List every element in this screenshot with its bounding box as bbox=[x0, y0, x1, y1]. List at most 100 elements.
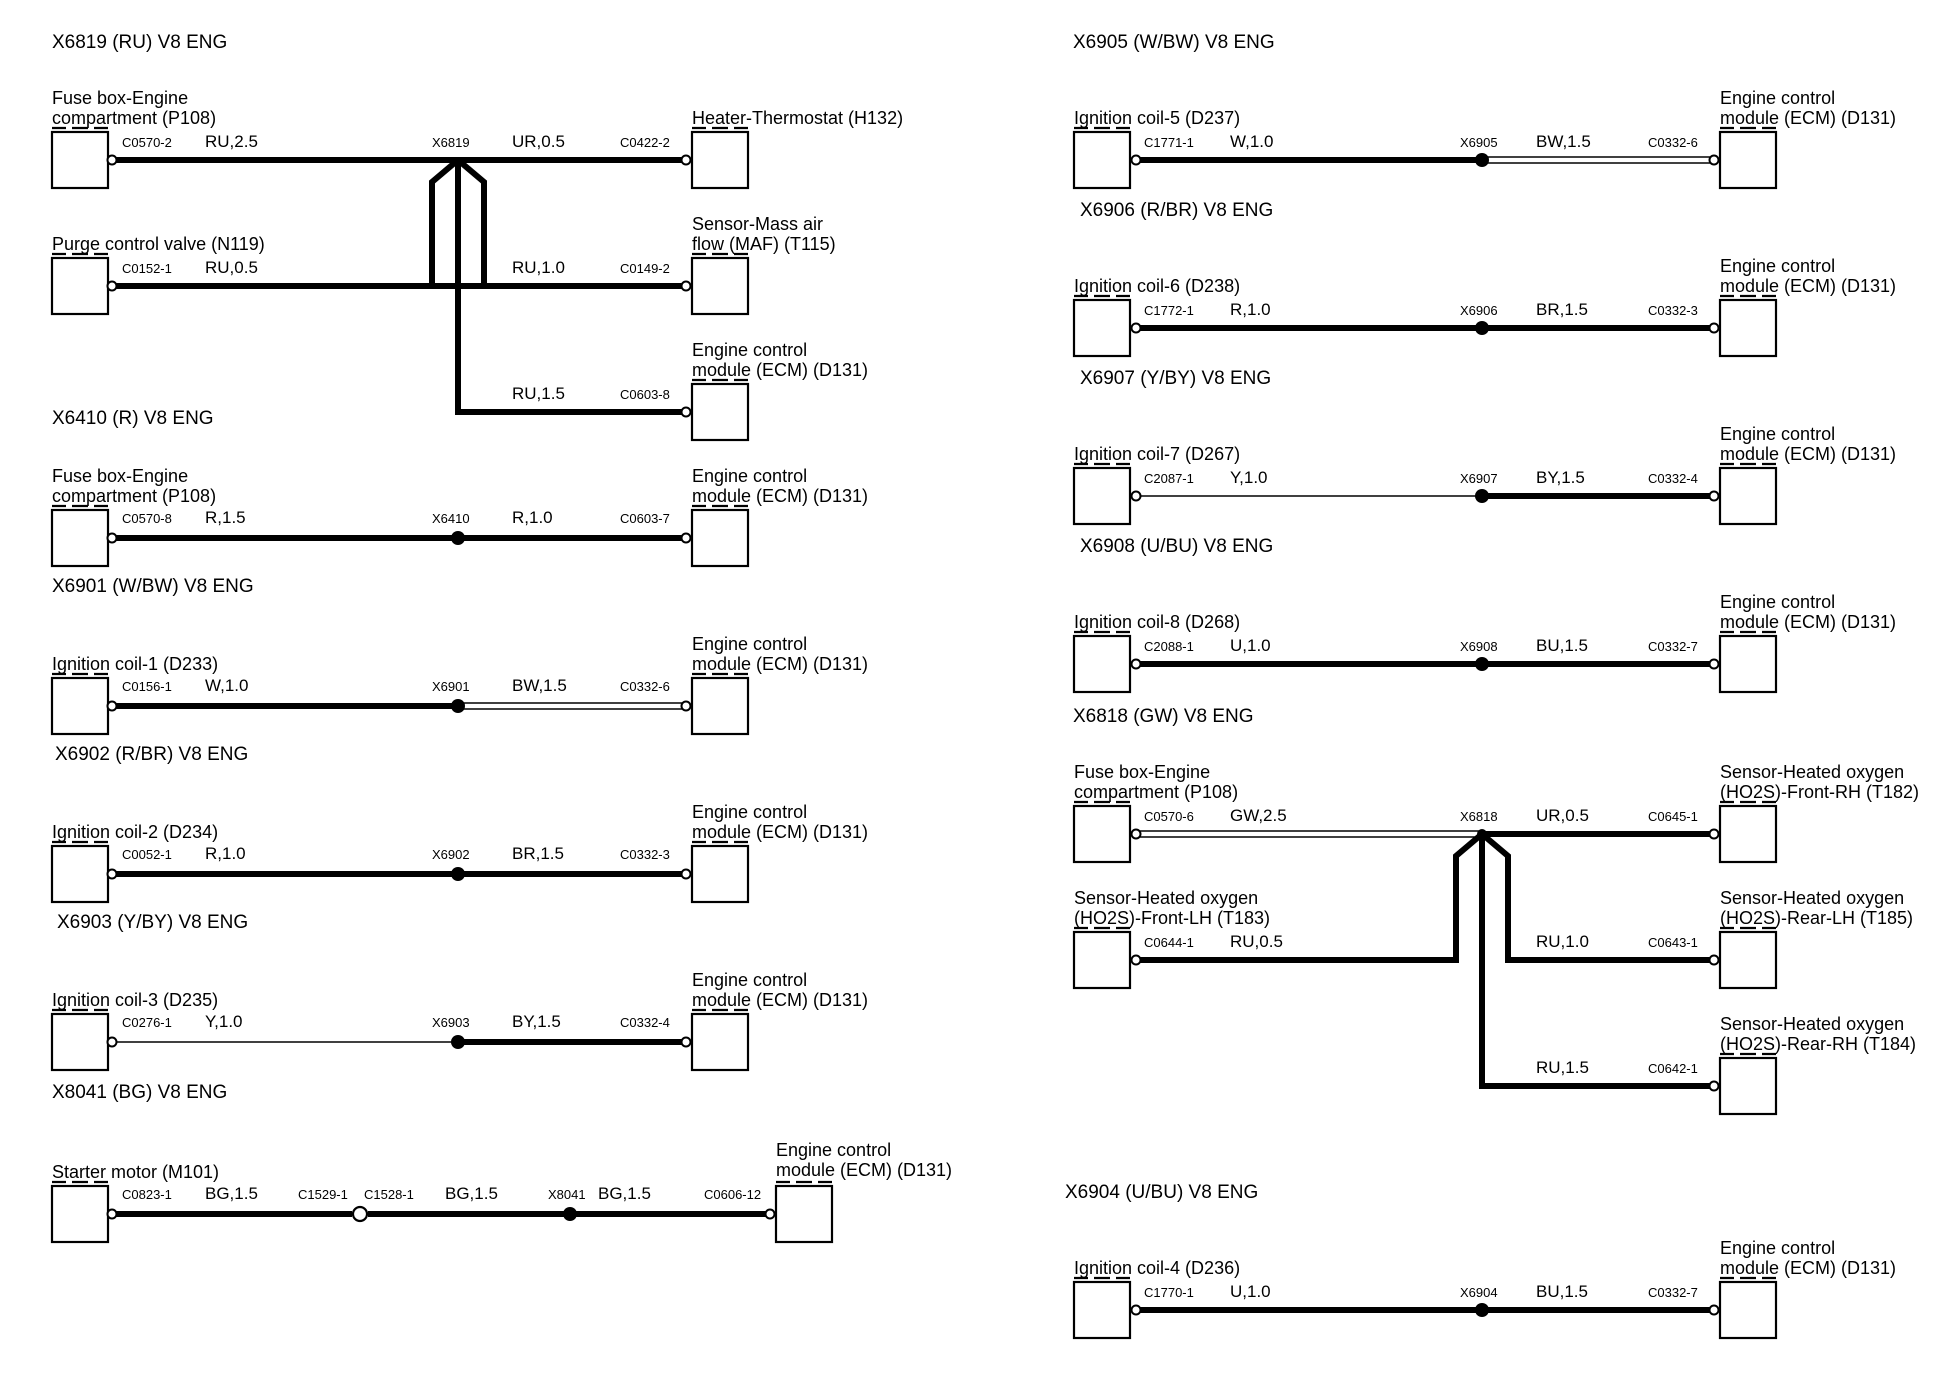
ignition-coil-connector bbox=[1072, 1276, 1132, 1340]
component-label: module (ECM) (D131) bbox=[1720, 108, 1896, 128]
circuit-title: X6908 (U/BU) V8 ENG bbox=[1080, 536, 1273, 557]
component-label: Engine control bbox=[692, 970, 807, 990]
wire-label: BY,1.5 bbox=[1536, 468, 1585, 487]
splice-point bbox=[451, 1035, 465, 1049]
component-label: Sensor-Heated oxygen bbox=[1720, 888, 1904, 908]
inline-connector bbox=[351, 1205, 369, 1223]
pin-label: C1771-1 bbox=[1144, 135, 1194, 150]
component-label: Engine control bbox=[776, 1140, 891, 1160]
pin-label: C0643-1 bbox=[1648, 935, 1698, 950]
wire-label: BU,1.5 bbox=[1536, 1282, 1588, 1301]
component-label: Sensor-Mass air bbox=[692, 214, 823, 234]
splice-point bbox=[1475, 321, 1489, 335]
pin-label: C0332-3 bbox=[620, 847, 670, 862]
pin-label: C0570-6 bbox=[1144, 809, 1194, 824]
component-label: module (ECM) (D131) bbox=[692, 486, 868, 506]
pin-label: C0152-1 bbox=[122, 261, 172, 276]
ignition-coil-connector bbox=[1072, 462, 1132, 526]
circuit-title: X6819 (RU) V8 ENG bbox=[52, 32, 227, 53]
pin-label: C0823-1 bbox=[122, 1187, 172, 1202]
wire-label: U,1.0 bbox=[1230, 1282, 1271, 1301]
wire bbox=[455, 160, 686, 415]
component-label: Ignition coil-1 (D233) bbox=[52, 654, 218, 674]
pin-label: C0422-2 bbox=[620, 135, 670, 150]
pin-label: C1770-1 bbox=[1144, 1285, 1194, 1300]
purge-valve-connector bbox=[50, 252, 110, 316]
component-label: Engine control bbox=[1720, 592, 1835, 612]
pin-label: C1529-1 bbox=[298, 1187, 348, 1202]
circuit-title: X6818 (GW) V8 ENG bbox=[1073, 706, 1254, 727]
splice-label: X6906 bbox=[1460, 303, 1498, 318]
circuit-title: X6905 (W/BW) V8 ENG bbox=[1073, 32, 1275, 53]
pin-label: C1528-1 bbox=[364, 1187, 414, 1202]
component-label: Engine control bbox=[1720, 256, 1835, 276]
splice-label: X6904 bbox=[1460, 1285, 1498, 1300]
ecm-connector bbox=[1718, 1276, 1778, 1340]
component-label: (HO2S)-Front-RH (T182) bbox=[1720, 782, 1919, 802]
component-label: Engine control bbox=[692, 466, 807, 486]
wire-label: BG,1.5 bbox=[205, 1184, 258, 1203]
pin-label: C0332-6 bbox=[1648, 135, 1698, 150]
component-label: Engine control bbox=[1720, 88, 1835, 108]
component-label: module (ECM) (D131) bbox=[1720, 276, 1896, 296]
wire-label: U,1.0 bbox=[1230, 636, 1271, 655]
circuit-title: X6410 (R) V8 ENG bbox=[52, 408, 214, 429]
pin-label: C2088-1 bbox=[1144, 639, 1194, 654]
wire-label: RU,1.5 bbox=[1536, 1058, 1589, 1077]
component-label: module (ECM) (D131) bbox=[692, 654, 868, 674]
ignition-coil-connector bbox=[50, 672, 110, 736]
wire-label: RU,2.5 bbox=[205, 132, 258, 151]
pin-label: C0149-2 bbox=[620, 261, 670, 276]
circuit-title: X6907 (Y/BY) V8 ENG bbox=[1080, 368, 1271, 389]
ecm-connector bbox=[690, 378, 750, 442]
splice-point bbox=[1475, 657, 1489, 671]
ho2s-front-rh-connector bbox=[1718, 800, 1778, 864]
splice-point bbox=[1475, 1303, 1489, 1317]
component-label: module (ECM) (D131) bbox=[692, 822, 868, 842]
ho2s-rear-lh-connector bbox=[1718, 926, 1778, 990]
pin-label: C0052-1 bbox=[122, 847, 172, 862]
wire bbox=[1480, 831, 1714, 963]
wire-label: W,1.0 bbox=[205, 676, 248, 695]
circuit-x6901: X6901 (W/BW) V8 ENG Ignition coil-1 (D23… bbox=[50, 576, 868, 736]
wire-label: RU,1.0 bbox=[1536, 932, 1589, 951]
pin-label: C0603-8 bbox=[620, 387, 670, 402]
splice-point bbox=[1475, 489, 1489, 503]
component-label: Sensor-Heated oxygen bbox=[1720, 1014, 1904, 1034]
wire bbox=[1136, 831, 1484, 963]
circuit-x8041: X8041 (BG) V8 ENG Starter motor (M101) C… bbox=[50, 1082, 952, 1244]
wire-label: BG,1.5 bbox=[445, 1184, 498, 1203]
circuit-title: X6903 (Y/BY) V8 ENG bbox=[57, 912, 248, 933]
component-label: (HO2S)-Front-LH (T183) bbox=[1074, 908, 1270, 928]
splice-label: X8041 bbox=[548, 1187, 586, 1202]
circuit-x6819: X6819 (RU) V8 ENG Fuse box-Engine compar… bbox=[50, 32, 903, 442]
component-label: Sensor-Heated oxygen bbox=[1074, 888, 1258, 908]
wire-label: BW,1.5 bbox=[512, 676, 567, 695]
wire-label: BG,1.5 bbox=[598, 1184, 651, 1203]
splice-point bbox=[1477, 829, 1487, 839]
pin-label: C0645-1 bbox=[1648, 809, 1698, 824]
component-label: Ignition coil-6 (D238) bbox=[1074, 276, 1240, 296]
wire-label: R,1.0 bbox=[205, 844, 246, 863]
circuit-x6905: X6905 (W/BW) V8 ENG Ignition coil-5 (D23… bbox=[1072, 32, 1896, 190]
wire-label: RU,0.5 bbox=[205, 258, 258, 277]
circuit-x6907: X6907 (Y/BY) V8 ENG Ignition coil-7 (D26… bbox=[1072, 368, 1896, 526]
component-label: module (ECM) (D131) bbox=[692, 990, 868, 1010]
component-label: Engine control bbox=[692, 802, 807, 822]
component-label: module (ECM) (D131) bbox=[1720, 612, 1896, 632]
pin-label: C1772-1 bbox=[1144, 303, 1194, 318]
wire-label: BY,1.5 bbox=[512, 1012, 561, 1031]
pin-label: C0570-8 bbox=[122, 511, 172, 526]
pin-label: C0276-1 bbox=[122, 1015, 172, 1030]
ecm-connector bbox=[690, 504, 750, 568]
wire-label: W,1.0 bbox=[1230, 132, 1273, 151]
circuit-x6908: X6908 (U/BU) V8 ENG Ignition coil-8 (D26… bbox=[1072, 536, 1896, 694]
wire-label: BU,1.5 bbox=[1536, 636, 1588, 655]
pin-label: C0332-7 bbox=[1648, 639, 1698, 654]
splice-point bbox=[451, 699, 465, 713]
pin-label: C0332-4 bbox=[620, 1015, 670, 1030]
component-label: Ignition coil-2 (D234) bbox=[52, 822, 218, 842]
component-label: Engine control bbox=[692, 340, 807, 360]
component-label: Ignition coil-8 (D268) bbox=[1074, 612, 1240, 632]
circuit-title: X6902 (R/BR) V8 ENG bbox=[55, 744, 248, 765]
